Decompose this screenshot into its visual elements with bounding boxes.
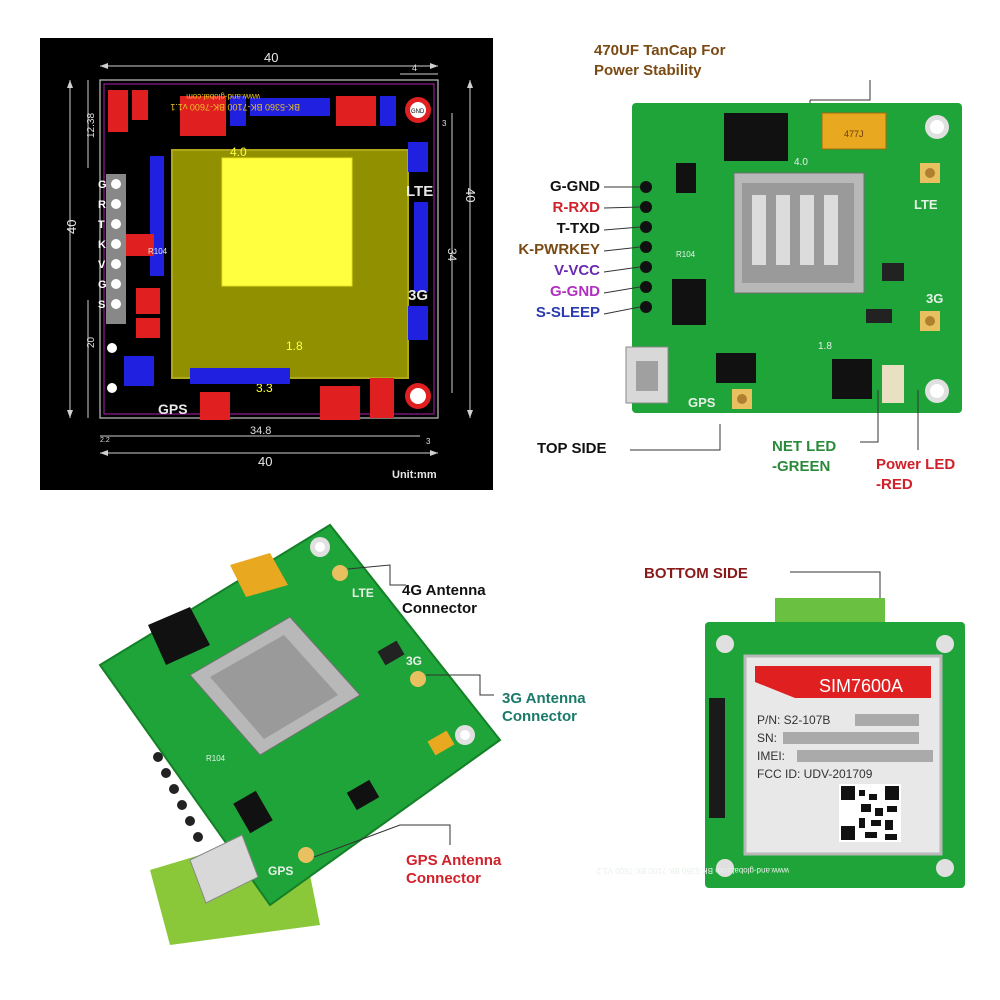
label-r104: R104 <box>148 247 168 256</box>
dim-left-top: 12.38 <box>86 113 97 138</box>
module-fcc: FCC ID: UDV-201709 <box>757 767 873 781</box>
dimension-drawing: 40 4 40 12.38 20 40 34 34.8 40 3 2.2 3 B… <box>40 38 493 490</box>
module-sn: SN: <box>757 731 777 745</box>
pin-label-g-gnd-2: G-GND <box>550 283 600 300</box>
pin-leader-lines <box>603 186 641 315</box>
pin-letter-r: R <box>98 199 106 211</box>
unit-label: Unit:mm <box>392 469 437 481</box>
board-1-8: 1.8 <box>818 341 832 352</box>
pin-label-r-rxd: R-RXD <box>552 199 601 216</box>
pin-label-g-gnd: G-GND <box>550 178 600 195</box>
dim-right-inner: 34 <box>445 248 459 262</box>
dim-left: 40 <box>64 220 79 234</box>
pin-letter-k: K <box>98 239 106 251</box>
pin-letter-s: S <box>98 299 105 311</box>
module-imei: IMEI: <box>757 749 785 763</box>
power-led-line2: -RED <box>876 476 913 493</box>
power-led-line1: Power LED <box>876 456 956 473</box>
label-gps: GPS <box>158 401 188 417</box>
label-1-8: 1.8 <box>286 339 303 353</box>
top-side-board: 477J 4.0 R104 1.8 LTE 3G GPS <box>625 103 962 413</box>
silk-url: www.and-global.com <box>186 92 261 101</box>
led-leader-lines <box>860 390 919 450</box>
pin-label-v-vcc: V-VCC <box>554 262 600 279</box>
bottom-side-label: BOTTOM SIDE <box>644 565 748 582</box>
label-3g: 3G <box>408 287 428 304</box>
dim-small-top: 4 <box>412 63 417 73</box>
bottom-side-leader <box>790 571 881 600</box>
pin-letter-t: T <box>98 219 105 231</box>
dim-bottom-inner: 34.8 <box>250 425 271 437</box>
board-4-0: 4.0 <box>794 157 808 168</box>
cap-label-line1: 470UF TanCap For <box>594 42 726 59</box>
label-4-0: 4.0 <box>230 145 247 159</box>
net-led-line2: -GREEN <box>772 458 831 475</box>
board-r104: R104 <box>676 250 696 259</box>
pin-letter-g: G <box>98 179 107 191</box>
perspective-board: R104 LTE 3G GPS <box>70 523 510 945</box>
persp-r104: R104 <box>206 754 226 763</box>
pin-label-s-sleep: S-SLEEP <box>535 304 600 321</box>
net-led-line1: NET LED <box>772 438 837 455</box>
module-name: SIM7600A <box>819 676 903 696</box>
gps-ant-line2: Connector <box>406 870 481 887</box>
persp-3g: 3G <box>406 654 422 668</box>
dim-right: 40 <box>463 188 478 202</box>
gnd-label: GND <box>411 109 425 115</box>
cap-label-line2: Power Stability <box>594 62 702 79</box>
gps-ant-line1: GPS Antenna <box>406 852 502 869</box>
board-3g: 3G <box>926 291 943 306</box>
board-lte: LTE <box>914 197 938 212</box>
dim-bottom: 40 <box>258 454 272 469</box>
persp-lte: LTE <box>352 586 374 600</box>
pin-letter-v: V <box>98 259 106 271</box>
pin-letter-g2: G <box>98 279 107 291</box>
dim-top: 40 <box>264 50 278 65</box>
bottom-silk: www.and-global.com BK-5360 BK-7100 BK-76… <box>596 866 790 875</box>
top-side-label: TOP SIDE <box>537 440 607 457</box>
top-side-leader <box>630 424 721 451</box>
ant-4g-line1: 4G Antenna <box>402 582 486 599</box>
dim-right-small: 3 <box>442 119 447 128</box>
silk-text: BK-5360 BK-7100 BK-7600 v1.1 <box>170 102 300 112</box>
dim-left-bottom: 20 <box>86 336 97 348</box>
persp-gps: GPS <box>268 864 293 878</box>
board-gps: GPS <box>688 395 716 410</box>
module-pn: P/N: S2-107B <box>757 713 830 727</box>
pin-label-t-txd: T-TXD <box>556 220 600 237</box>
label-3-3: 3.3 <box>256 381 273 395</box>
cap-marking: 477J <box>844 129 864 139</box>
label-lte: LTE <box>406 183 433 200</box>
dim-bottom-right: 3 <box>426 437 431 446</box>
ant-3g-line2: Connector <box>502 708 577 725</box>
dim-bottom-left: 2.2 <box>100 437 110 444</box>
bottom-side-board: SIM7600A P/N: S2-107B SN: IMEI: FCC ID: … <box>596 598 965 888</box>
ant-3g-line1: 3G Antenna <box>502 690 586 707</box>
pin-label-k-pwrkey: K-PWRKEY <box>518 241 600 258</box>
ant-4g-line2: Connector <box>402 600 477 617</box>
